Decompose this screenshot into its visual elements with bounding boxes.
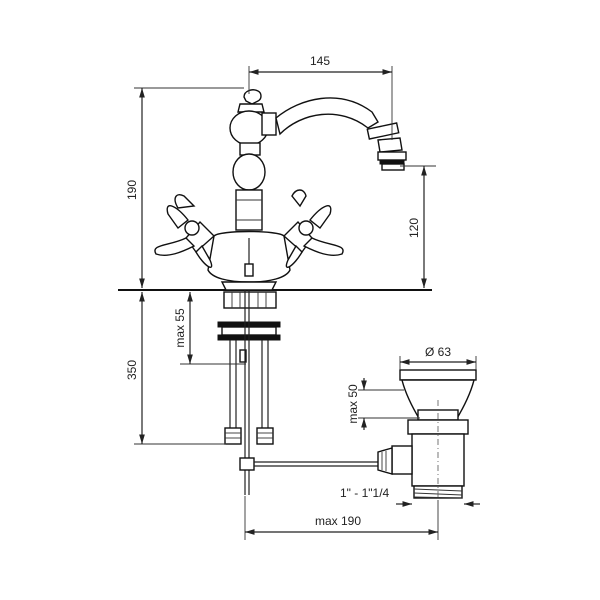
pop-up-rod bbox=[239, 290, 380, 495]
dim-label-rod-reach: max 190 bbox=[315, 514, 361, 528]
dim-below-deck-length: 350 bbox=[125, 292, 226, 445]
mixer-body bbox=[207, 89, 291, 291]
dim-label-deck-thickness: max 55 bbox=[173, 308, 187, 348]
dim-label-spout-reach: 145 bbox=[310, 54, 330, 68]
dim-waste-thread: 1" - 1"1/4 bbox=[340, 486, 480, 507]
dim-total-height: 190 bbox=[125, 87, 244, 288]
dim-rod-reach: max 190 bbox=[244, 496, 439, 540]
dim-label-waste-thread: 1" - 1"1/4 bbox=[340, 486, 390, 500]
dim-label-below-deck-length: 350 bbox=[125, 360, 139, 380]
dim-waste-rise: max 50 bbox=[346, 378, 420, 430]
left-cross-handle bbox=[154, 194, 216, 269]
spout bbox=[261, 97, 407, 171]
right-cross-handle bbox=[282, 189, 344, 269]
dim-deck-thickness: max 55 bbox=[173, 292, 246, 365]
dim-spout-reach: 145 bbox=[248, 54, 393, 140]
dim-label-total-height: 190 bbox=[125, 180, 139, 200]
dim-label-waste-diameter: Ø 63 bbox=[425, 345, 451, 359]
dim-label-spout-height: 120 bbox=[407, 218, 421, 238]
dim-label-waste-rise: max 50 bbox=[346, 384, 360, 424]
dim-waste-diameter: Ø 63 bbox=[399, 345, 477, 370]
dim-spout-height: 120 bbox=[400, 165, 436, 288]
waste-assembly bbox=[377, 369, 477, 500]
